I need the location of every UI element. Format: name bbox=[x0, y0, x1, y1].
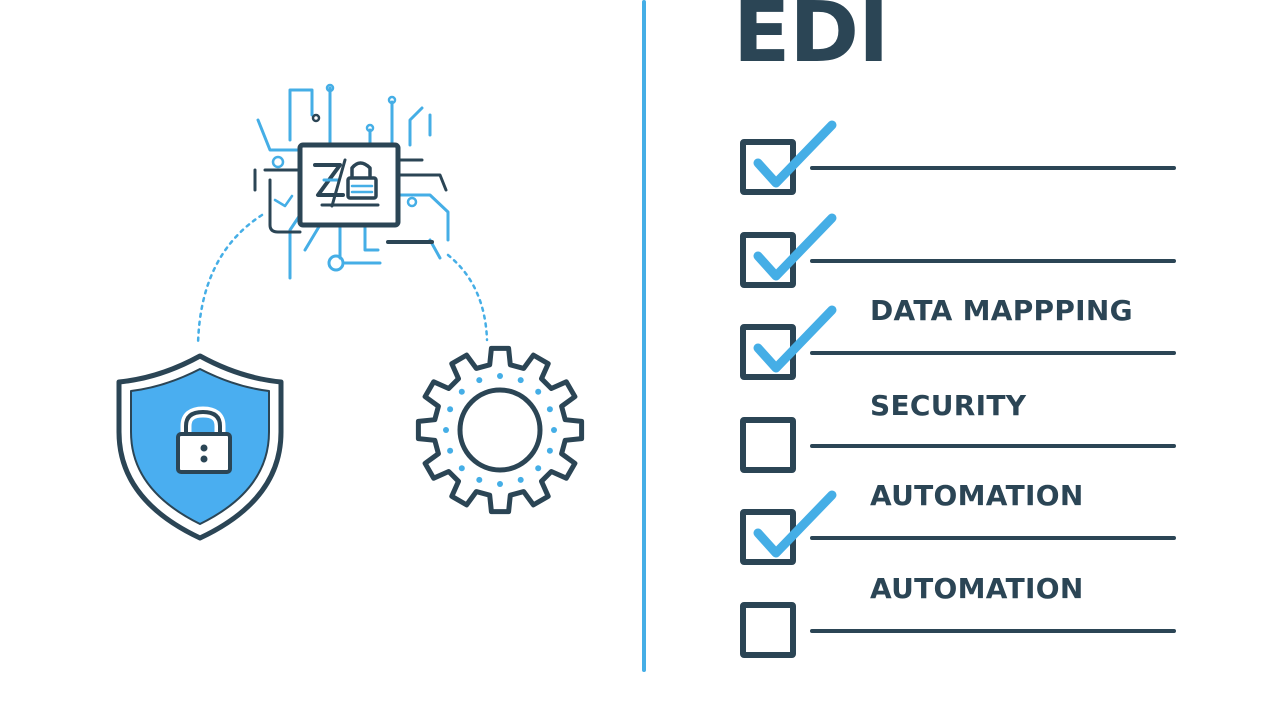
checkmark-icon bbox=[753, 490, 837, 558]
checklist-row bbox=[740, 213, 1200, 302]
checkmark-icon bbox=[753, 120, 837, 188]
checkmark-icon bbox=[753, 213, 837, 281]
checklist-line bbox=[810, 259, 1176, 263]
checklist-label: AUTOMATION bbox=[870, 572, 1084, 605]
checkbox-unchecked[interactable] bbox=[740, 602, 796, 658]
gear-dot bbox=[458, 388, 465, 395]
vertical-divider bbox=[642, 0, 646, 672]
shield-lock-icon bbox=[116, 353, 284, 541]
gear-dot bbox=[476, 377, 483, 384]
checklist-row: AUTOMATION bbox=[740, 572, 1200, 672]
gear-dot bbox=[517, 476, 524, 483]
checklist-line bbox=[810, 629, 1176, 633]
gear-dot bbox=[447, 447, 454, 454]
illustration-panel bbox=[0, 0, 640, 720]
gear-dot bbox=[546, 406, 553, 413]
checklist-label: DATA MAPPPING bbox=[870, 294, 1133, 327]
checklist-row bbox=[740, 120, 1200, 209]
checklist-line bbox=[810, 444, 1176, 448]
checklist: DATA MAPPPING SECURITY AUTOMATION AUTOMATIO… bbox=[740, 0, 1200, 720]
gear-dot bbox=[517, 377, 524, 384]
gear-dot bbox=[497, 481, 503, 487]
circuit-chip-icon bbox=[253, 83, 450, 280]
checkbox-checked[interactable] bbox=[740, 232, 796, 288]
checklist-line bbox=[810, 166, 1176, 170]
connector-arc-right bbox=[446, 253, 489, 342]
gear-dot bbox=[458, 465, 465, 472]
gear-dot bbox=[535, 388, 542, 395]
gear-icon bbox=[415, 345, 585, 515]
checklist-label: SECURITY bbox=[870, 389, 1027, 422]
connector-arc-left bbox=[196, 213, 264, 347]
page-title: EDI bbox=[733, 0, 889, 81]
illustration-canvas bbox=[116, 83, 585, 541]
checklist-row: AUTOMATION bbox=[740, 479, 1200, 579]
checklist-line bbox=[810, 351, 1176, 355]
checklist-line bbox=[810, 536, 1176, 540]
checkmark-icon bbox=[753, 305, 837, 373]
checklist-label: AUTOMATION bbox=[870, 479, 1084, 512]
checkbox-unchecked[interactable] bbox=[740, 417, 796, 473]
gear-dot bbox=[476, 476, 483, 483]
checklist-row: DATA MAPPPING bbox=[740, 294, 1200, 394]
gear-dot bbox=[551, 427, 557, 433]
gear-dot bbox=[447, 406, 454, 413]
gear-dot bbox=[497, 373, 503, 379]
gear-dot bbox=[546, 447, 553, 454]
checklist-row: SECURITY bbox=[740, 389, 1200, 487]
gear-dot bbox=[443, 427, 449, 433]
gear-dot bbox=[535, 465, 542, 472]
